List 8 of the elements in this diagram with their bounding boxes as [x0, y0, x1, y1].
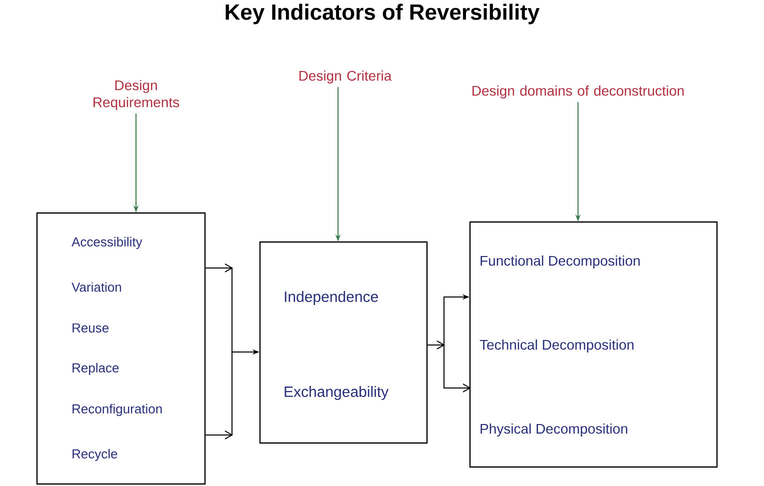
- title: Key Indicators of Reversibility: [226, 4, 540, 24]
- header-label: Design domains of deconstruction: [472, 85, 684, 99]
- process-box: Functional Decomposition Technical Decomposition Physical Decomposition: [469, 221, 718, 468]
- header-label: Design Requirements: [94, 80, 180, 110]
- process-box: Accessibility Variation Reuse Replace Reconfiguration Recycle: [36, 212, 206, 485]
- process-box: Independence Exchangeability: [259, 241, 428, 444]
- header-label: Design Criteria: [299, 70, 392, 84]
- arrow: [427, 294, 471, 392]
